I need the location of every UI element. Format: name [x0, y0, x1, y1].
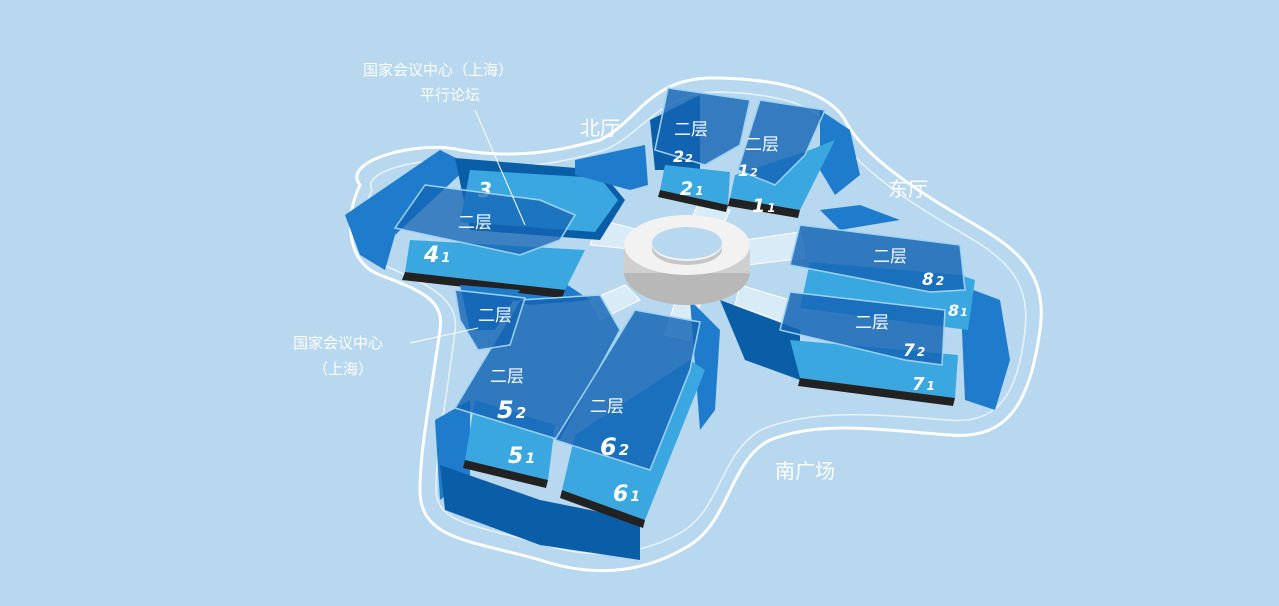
zone-label-south: 南广场: [775, 459, 835, 483]
north-floor2-overlay-right[interactable]: 二层 12: [737, 99, 827, 186]
west-floor2-label: 二层: [458, 213, 492, 233]
east-block: [720, 205, 1010, 410]
callout-center: 国家会议中心 （上海）: [293, 327, 479, 378]
north-right-floor2-label: 二层: [745, 135, 779, 155]
callout-forum-line1: 国家会议中心（上海）: [363, 61, 513, 79]
zone-label-north: 北厅: [580, 116, 620, 140]
east-top-floor2-label: 二层: [873, 247, 907, 267]
hall-2-2-number: 22: [673, 147, 693, 166]
zone-label-east: 东厅: [888, 177, 928, 201]
callout-forum-line2: 平行论坛: [420, 86, 480, 104]
callout-forum-leader: [474, 109, 526, 226]
callout-center-line2: （上海）: [313, 360, 373, 378]
callout-center-leader: [409, 327, 479, 344]
hall-1-2-number: 12: [738, 161, 758, 180]
south-right-floor2-label: 二层: [590, 397, 624, 417]
central-ring: [624, 215, 750, 305]
east-bottom-floor2-label: 二层: [855, 313, 889, 333]
site-boundary: [349, 76, 1043, 573]
callout-forum: 国家会议中心（上海） 平行论坛: [363, 61, 526, 226]
hall-8-1-number: 81: [948, 301, 968, 320]
southwest-floor2-label: 二层: [478, 306, 512, 326]
west-floor2-overlay[interactable]: 二层: [393, 184, 577, 256]
callout-center-line1: 国家会议中心: [293, 334, 383, 352]
southwest-floor2-overlay[interactable]: 二层: [454, 289, 526, 351]
south-left-floor2-label: 二层: [490, 367, 524, 387]
north-left-floor2-label: 二层: [674, 120, 708, 140]
north-floor2-overlay-left[interactable]: 二层 22: [654, 87, 751, 166]
